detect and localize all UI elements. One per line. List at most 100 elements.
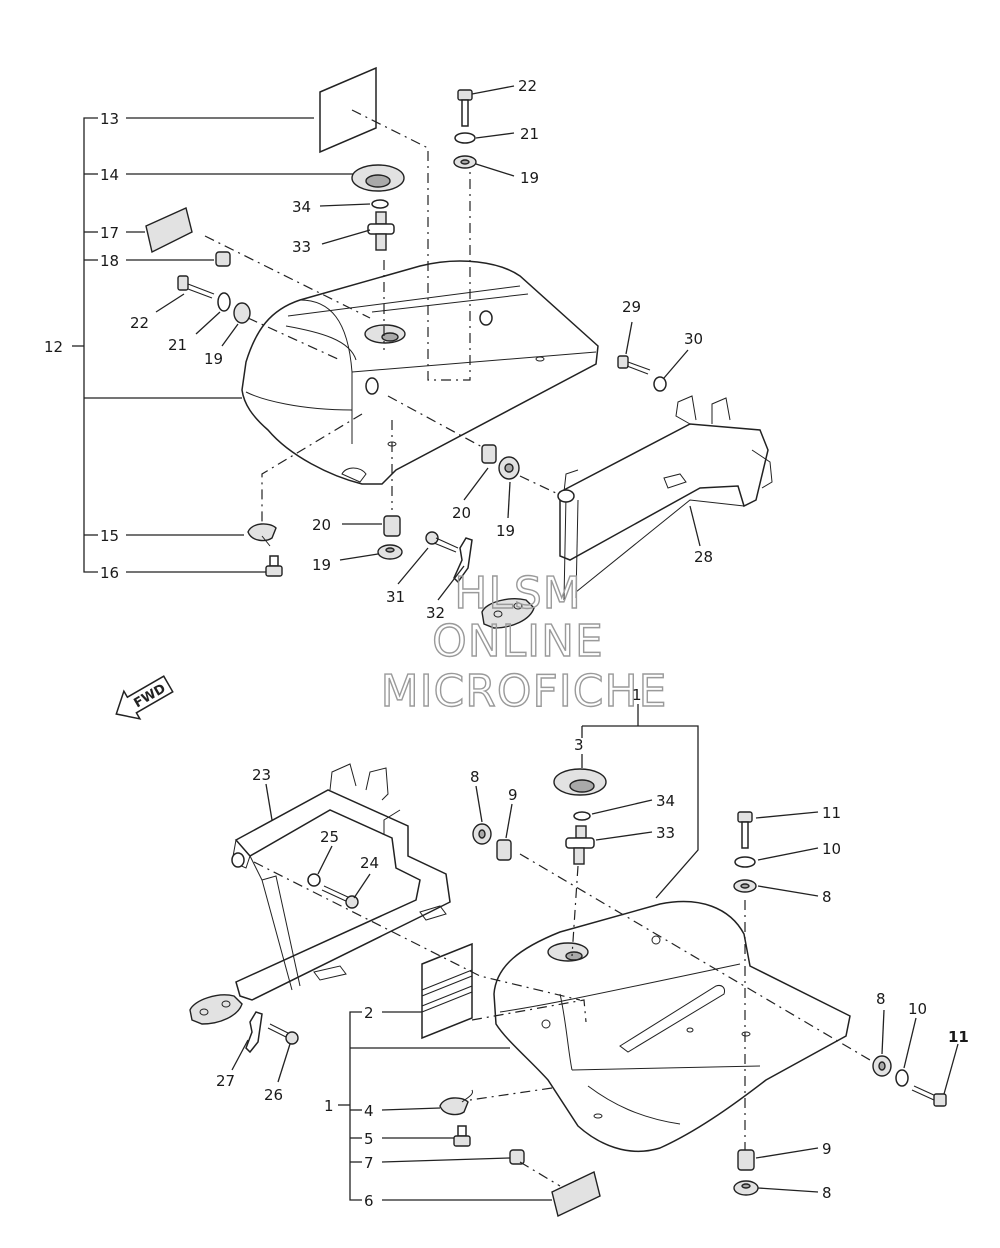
callout-1-top: 1: [632, 686, 642, 704]
callout-3: 3: [574, 736, 584, 754]
callout-28: 28: [694, 548, 713, 566]
washer-21-top: [454, 132, 476, 144]
callout-33-top: 33: [292, 238, 311, 256]
callout-8-top: 8: [822, 888, 832, 906]
callout-31: 31: [386, 588, 405, 606]
callout-21-left: 21: [168, 336, 187, 354]
screw-16: [265, 555, 283, 577]
clip-4: [439, 1089, 473, 1116]
spacer-20-low: [383, 515, 401, 537]
callout-17: 17: [100, 224, 119, 242]
washer-30: [653, 376, 667, 392]
grommet-8-left: [472, 823, 492, 845]
upper-saddlebag-assembly: [72, 66, 773, 629]
callout-26: 26: [264, 1086, 283, 1104]
callout-8-left: 8: [470, 768, 480, 786]
callout-9-left: 9: [508, 786, 518, 804]
callout-8-right: 8: [876, 990, 886, 1008]
grommet-8-top: [733, 879, 757, 893]
callout-27: 27: [216, 1072, 235, 1090]
watermark-line-3: MICROFICHE: [381, 666, 668, 717]
callout-21-top: 21: [520, 125, 539, 143]
callout-10-right: 10: [908, 1000, 927, 1018]
callout-19-top: 19: [520, 169, 539, 187]
o-ring-34-bottom: [573, 811, 591, 821]
callout-6: 6: [364, 1192, 374, 1210]
callout-32: 32: [426, 604, 445, 622]
leaders-lower: [231, 754, 959, 1193]
grommet-8-right: [872, 1055, 892, 1077]
callout-11-top: 11: [822, 804, 841, 822]
bracket-1-top: [581, 704, 699, 899]
callout-34-top: 34: [292, 198, 311, 216]
callout-18: 18: [100, 252, 119, 270]
callout-23: 23: [252, 766, 271, 784]
bolt-11-top: [737, 811, 753, 849]
bolt-29: [617, 355, 651, 375]
callout-1-left: 1: [324, 1097, 334, 1115]
bolt-26: [267, 1023, 299, 1045]
washer-21-left: [217, 292, 231, 312]
callout-16: 16: [100, 564, 119, 582]
assembly-guides-lower: [253, 853, 871, 1187]
grommet-8-bottom: [733, 1180, 759, 1196]
bracket-1-left: [338, 1011, 552, 1201]
bolt-22-left: [177, 275, 215, 299]
callout-10-top: 10: [822, 840, 841, 858]
saddlebag-body-12: [241, 260, 599, 485]
washer-10-top: [734, 856, 756, 868]
lower-saddlebag-assembly: [189, 704, 959, 1217]
callout-20-mid: 20: [452, 504, 471, 522]
callout-13: 13: [100, 110, 119, 128]
plate-27: [245, 1011, 263, 1054]
spacer-9-bottom: [737, 1149, 755, 1171]
callout-25: 25: [320, 828, 339, 846]
callout-9-bottom: 9: [822, 1140, 832, 1158]
bolt-31: [425, 531, 459, 553]
callout-22-top: 22: [518, 77, 537, 95]
reflector-plate-17: [145, 207, 193, 254]
spacer-20-mid: [481, 444, 497, 464]
callout-24: 24: [360, 854, 379, 872]
mounting-stay-28: [481, 395, 773, 629]
callout-29: 29: [622, 298, 641, 316]
grommet-19-low: [377, 544, 403, 560]
lock-cap-3: [553, 768, 607, 796]
callout-5: 5: [364, 1130, 374, 1148]
callout-20-low: 20: [312, 516, 331, 534]
bolt-11-right: [911, 1085, 947, 1107]
washer-25: [307, 873, 321, 887]
spacer-9-left: [496, 839, 512, 861]
grommet-19-left: [233, 302, 251, 324]
callout-4: 4: [364, 1102, 374, 1120]
leaders-upper: [155, 85, 701, 601]
watermark-line-2: ONLINE: [432, 616, 604, 667]
callout-19-mid: 19: [496, 522, 515, 540]
callout-19-low: 19: [312, 556, 331, 574]
washer-10-right: [895, 1069, 909, 1087]
watermark-line-1: HLSM: [454, 568, 582, 619]
callout-2: 2: [364, 1004, 374, 1022]
bolt-22-top: [457, 89, 473, 127]
bolt-24: [321, 885, 359, 909]
assembly-guides-upper: [204, 109, 559, 522]
plate-32: [453, 537, 473, 584]
callout-22-left: 22: [130, 314, 149, 332]
reflector-plate-6: [551, 1171, 601, 1217]
saddlebag-body-1: [493, 900, 851, 1153]
callout-7: 7: [364, 1154, 374, 1172]
callout-30: 30: [684, 330, 703, 348]
callout-19-left: 19: [204, 350, 223, 368]
screw-5: [453, 1125, 471, 1147]
nut-18: [215, 251, 231, 267]
decal-panel-13: [319, 66, 377, 154]
fwd-direction-arrow: FWD: [115, 675, 174, 720]
watermark: HLSM ONLINE MICROFICHE: [380, 567, 668, 717]
callout-14: 14: [100, 166, 119, 184]
callout-8-bottom: 8: [822, 1184, 832, 1202]
lock-cap-14: [351, 164, 405, 192]
callout-34-bottom: 34: [656, 792, 675, 810]
callout-labels: 12 13 14 17 18 15 16 22 21 19 34 33 22 2…: [44, 77, 969, 1210]
grommet-19-top: [453, 155, 477, 169]
